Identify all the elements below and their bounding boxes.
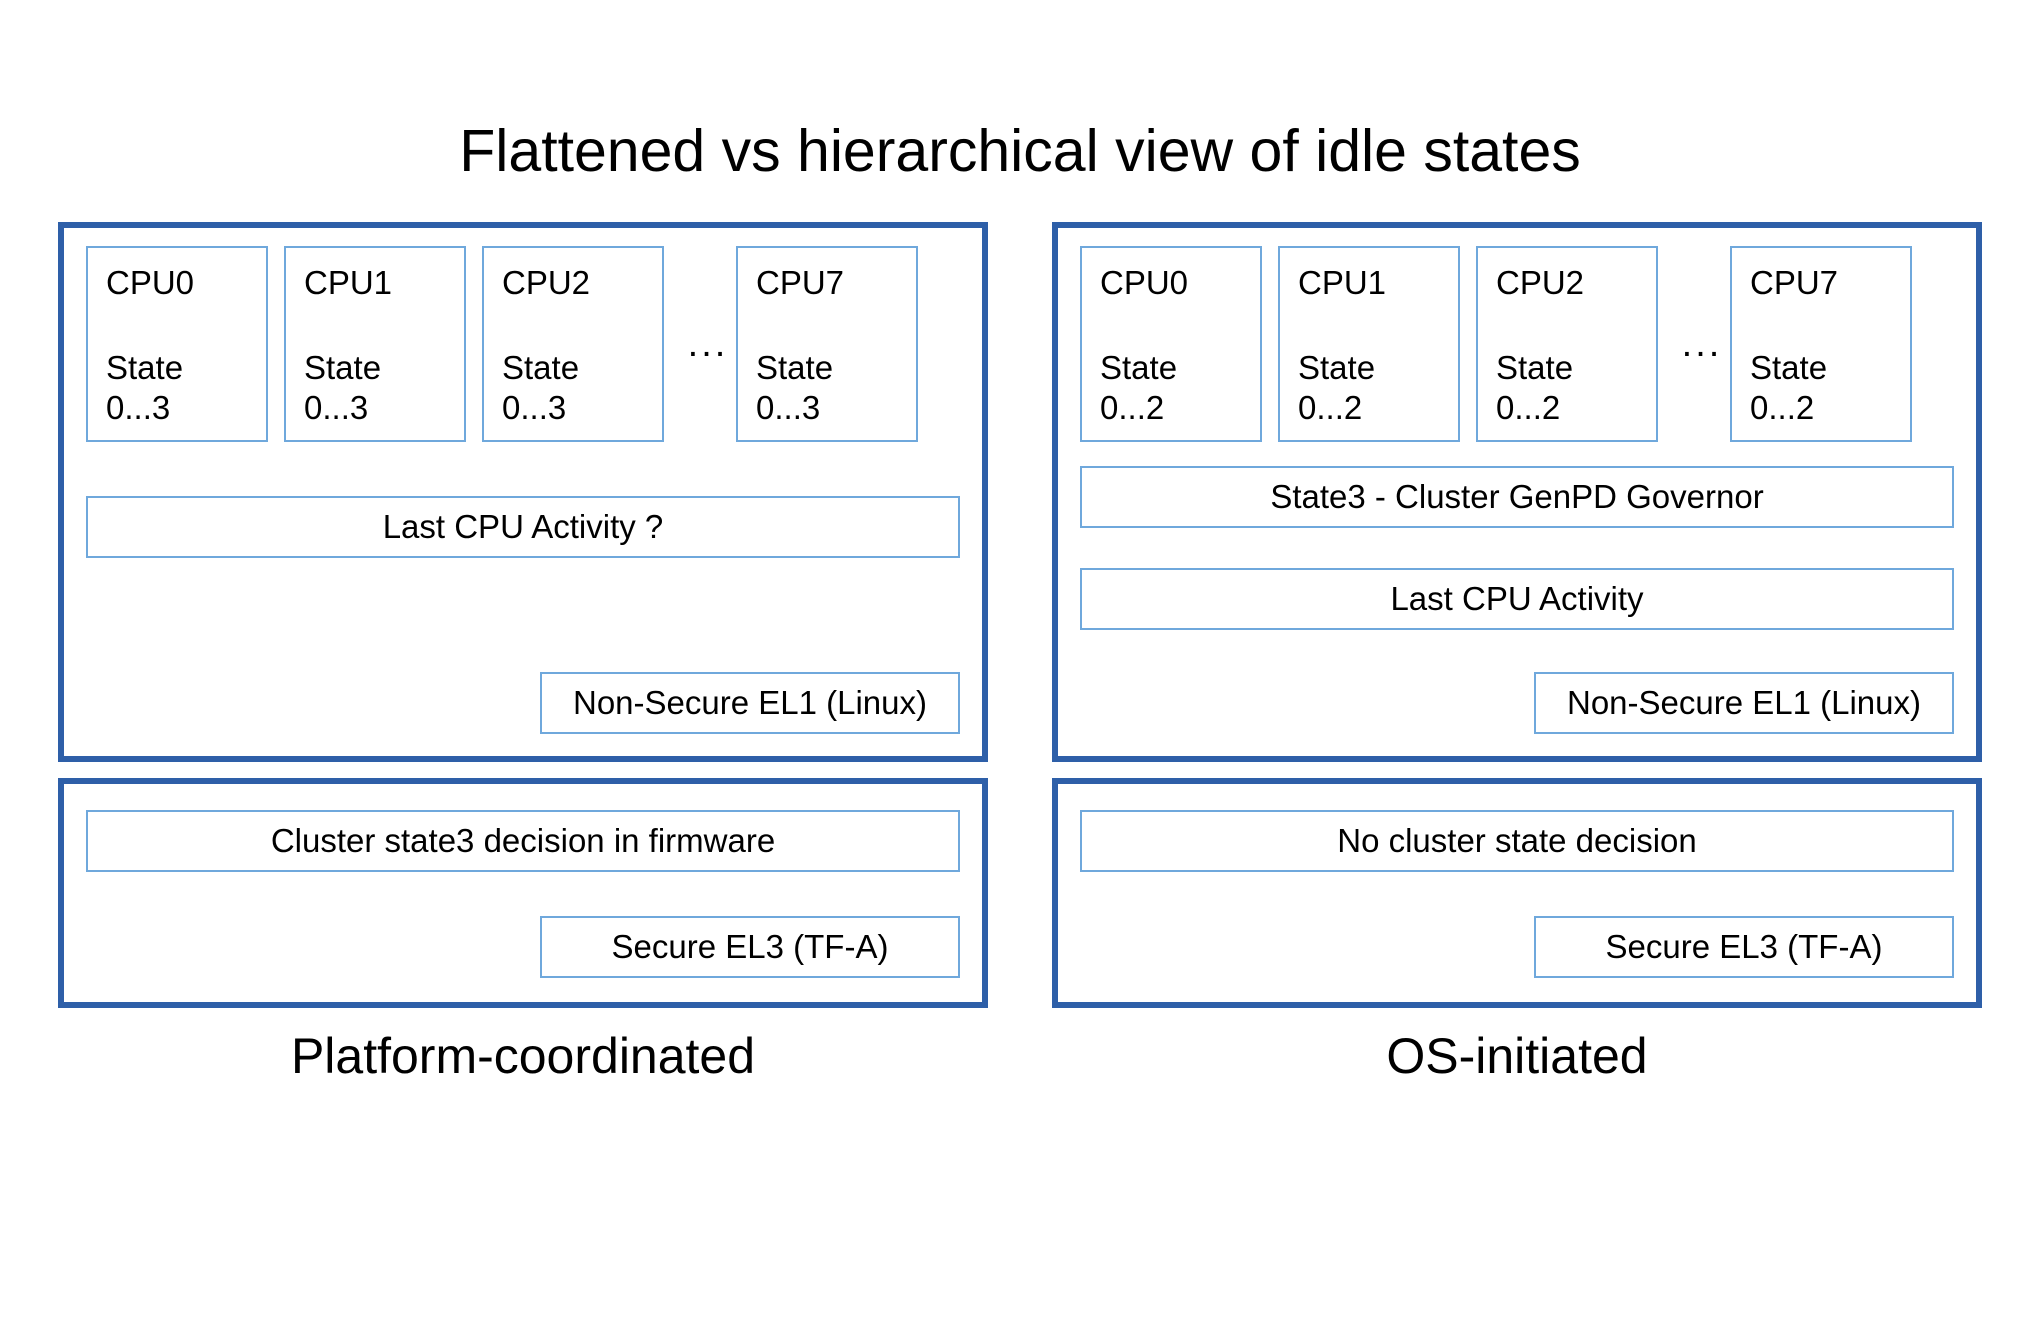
left-cpu-row: CPU0 State 0...3 CPU1 State 0...3 CPU2 — [86, 246, 960, 442]
cpu-box-cpu2[interactable]: CPU2 State 0...2 — [1476, 246, 1658, 442]
cpu-state-word: State — [1496, 349, 1574, 386]
cpu-state-value: State 0...2 — [1496, 348, 1573, 428]
cpu-state-range: 0...2 — [1496, 389, 1561, 426]
right-os-panel: CPU0 State 0...2 CPU1 State 0...2 CPU2 — [1052, 222, 1982, 762]
page-title: Flattened vs hierarchical view of idle s… — [459, 118, 1581, 184]
cpu-state-word: State — [1100, 349, 1178, 386]
cpu-state-range: 0...3 — [304, 389, 369, 426]
right-firmware-panel: No cluster state decision Secure EL3 (TF… — [1052, 778, 1982, 1008]
cpu-box-cpu2[interactable]: CPU2 State 0...3 — [482, 246, 664, 442]
cpu-label: CPU0 — [1100, 264, 1189, 301]
cpu-state-range: 0...2 — [1298, 389, 1363, 426]
cpu-label: CPU1 — [304, 264, 393, 301]
cpu-state-range: 0...3 — [106, 389, 171, 426]
right-cpu-row: CPU0 State 0...2 CPU1 State 0...2 CPU2 — [1080, 246, 1954, 442]
cpu-state-value: State 0...3 — [756, 348, 833, 428]
cpu-label: CPU2 — [502, 264, 591, 301]
left-secure-el3-box[interactable]: Secure EL3 (TF-A) — [540, 916, 960, 978]
cpu-box-cpu1[interactable]: CPU1 State 0...2 — [1278, 246, 1460, 442]
cpu-state-word: State — [756, 349, 834, 386]
cpu-label: CPU2 — [1496, 264, 1585, 301]
left-cluster-decision-bar[interactable]: Cluster state3 decision in firmware — [86, 810, 960, 872]
cpu-state-value: State 0...3 — [106, 348, 183, 428]
caption-os-initiated: OS-initiated — [1386, 1028, 1648, 1084]
cpu-label: CPU7 — [756, 264, 845, 301]
cpu-state-word: State — [304, 349, 382, 386]
cpu-label: CPU7 — [1750, 264, 1839, 301]
cpu-state-word: State — [502, 349, 580, 386]
cpu-state-word: State — [106, 349, 184, 386]
cpu-state-range: 0...3 — [502, 389, 567, 426]
right-cluster-genpd-governor-bar[interactable]: State3 - Cluster GenPD Governor — [1080, 466, 1954, 528]
cpu-box-cpu1[interactable]: CPU1 State 0...3 — [284, 246, 466, 442]
left-os-panel: CPU0 State 0...3 CPU1 State 0...3 CPU2 — [58, 222, 988, 762]
left-non-secure-el1-box[interactable]: Non-Secure EL1 (Linux) — [540, 672, 960, 734]
cpu-box-cpu7[interactable]: CPU7 State 0...3 — [736, 246, 918, 442]
cpu-box-cpu0[interactable]: CPU0 State 0...2 — [1080, 246, 1262, 442]
caption-platform-coordinated: Platform-coordinated — [290, 1028, 756, 1084]
cpu-state-value: State 0...3 — [304, 348, 381, 428]
os-initiated-column: CPU0 State 0...2 CPU1 State 0...2 CPU2 — [1052, 222, 1982, 1008]
cpu-state-value: State 0...2 — [1100, 348, 1177, 428]
cpu-state-value: State 0...3 — [502, 348, 579, 428]
left-last-cpu-activity-bar[interactable]: Last CPU Activity ? — [86, 496, 960, 558]
cpu-state-value: State 0...2 — [1298, 348, 1375, 428]
cpu-state-range: 0...2 — [1100, 389, 1165, 426]
right-cluster-decision-bar[interactable]: No cluster state decision — [1080, 810, 1954, 872]
cpu-state-word: State — [1298, 349, 1376, 386]
right-secure-el3-box[interactable]: Secure EL3 (TF-A) — [1534, 916, 1954, 978]
cpu-box-cpu0[interactable]: CPU0 State 0...3 — [86, 246, 268, 442]
cpu-state-range: 0...3 — [756, 389, 821, 426]
right-last-cpu-activity-bar[interactable]: Last CPU Activity — [1080, 568, 1954, 630]
cpu-state-word: State — [1750, 349, 1828, 386]
cpu-ellipsis: ... — [1681, 323, 1723, 365]
right-non-secure-el1-box[interactable]: Non-Secure EL1 (Linux) — [1534, 672, 1954, 734]
platform-coordinated-column: CPU0 State 0...3 CPU1 State 0...3 CPU2 — [58, 222, 988, 1008]
cpu-state-value: State 0...2 — [1750, 348, 1827, 428]
cpu-label: CPU0 — [106, 264, 195, 301]
left-firmware-panel: Cluster state3 decision in firmware Secu… — [58, 778, 988, 1008]
cpu-label: CPU1 — [1298, 264, 1387, 301]
cpu-state-range: 0...2 — [1750, 389, 1815, 426]
cpu-box-cpu7[interactable]: CPU7 State 0...2 — [1730, 246, 1912, 442]
cpu-ellipsis: ... — [687, 323, 729, 365]
